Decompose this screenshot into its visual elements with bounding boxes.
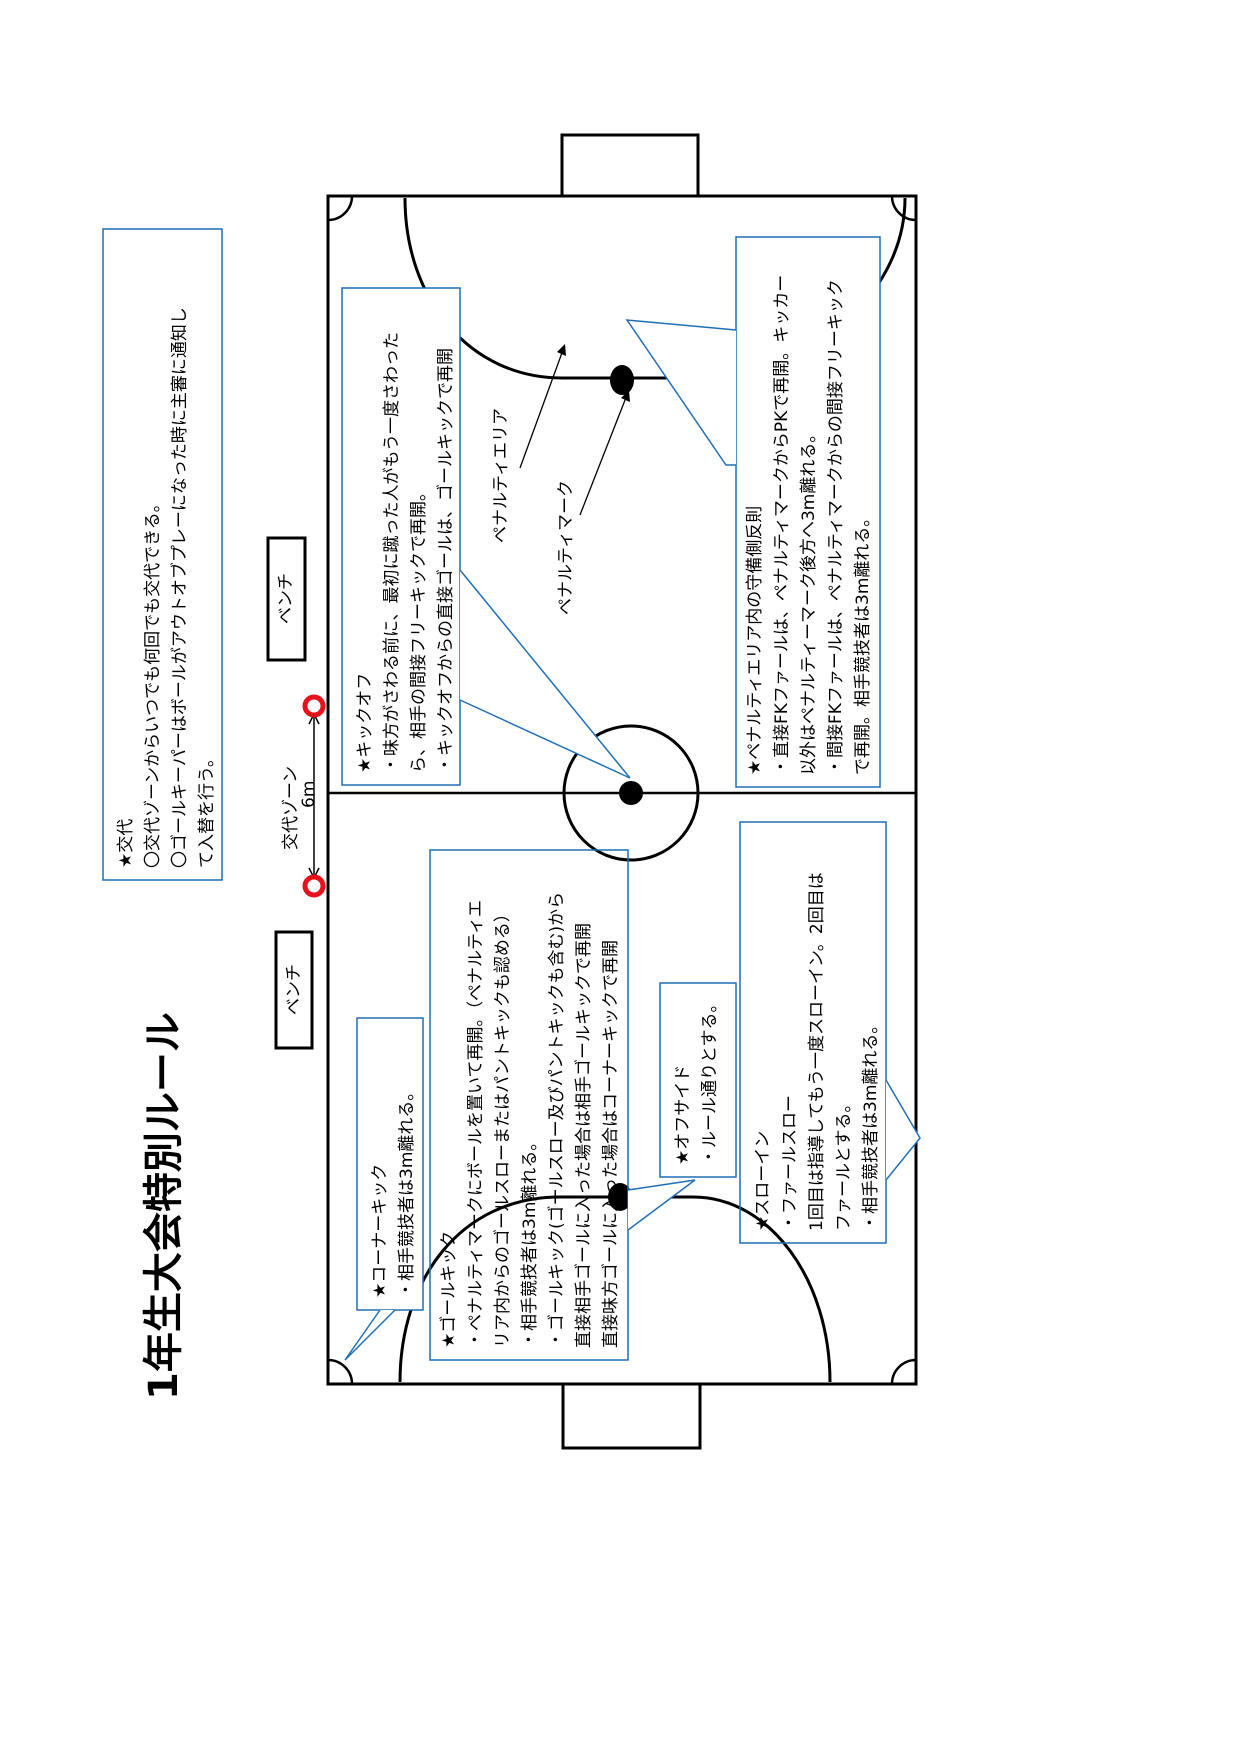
text-line: ・相手競技者は3m離れる。 <box>520 1133 540 1348</box>
corner-arc <box>890 195 917 222</box>
corner-arc <box>327 1358 354 1385</box>
text-line: ・直接FKファールは、ペナルティマークからPKで再開。キッカー <box>772 274 792 775</box>
text-line: ・ルール通りとする。 <box>700 995 720 1166</box>
offside-text: ★オフサイド ・ルール通りとする。 <box>662 985 734 1175</box>
text-line: ・相手競技者は3m離れる。 <box>397 1083 417 1298</box>
corner-arc <box>327 195 354 222</box>
penalty-area-label: ペナルティエリア <box>491 408 511 543</box>
penalty-mark-label: ペナルティマーク <box>556 480 576 615</box>
text-line: ・相手競技者は3m離れる。 <box>861 1016 881 1231</box>
text-line: リア内からのゴールスローまたはパントキックも認める） <box>493 905 513 1348</box>
goal-top <box>560 133 700 198</box>
text-line: ファールとする。 <box>834 1095 854 1232</box>
throw-in-text: ★スローイン ・ファールスロー 1回目は指導してもう一度スローイン。2回目は フ… <box>742 824 884 1241</box>
callout-pointer <box>627 1179 696 1231</box>
kickoff-callout <box>341 287 461 786</box>
text-line: で再開。相手競技者は3m離れる。 <box>853 509 873 775</box>
substitution-text: ★交代 〇交代ゾーンからいつでも何回でも交代できる。 〇ゴールキーパーはボールが… <box>105 232 221 878</box>
sub-zone-distance: 6m <box>299 780 319 808</box>
bench-label-bottom: ベンチ <box>284 964 304 1016</box>
goal-bottom <box>561 1382 702 1450</box>
text-line: 〇交代ゾーンからいつでも何回でも交代できる。 <box>143 495 163 868</box>
throw-in-callout <box>739 821 887 1244</box>
arrowhead <box>621 390 630 402</box>
text-line: ★ゴールキック <box>439 1230 459 1348</box>
text-line: 1回目は指導してもう一度スローイン。2回目は <box>807 872 827 1231</box>
text-line: て入替を行う。 <box>197 750 217 868</box>
penalty-area-arrow <box>519 349 564 469</box>
corner-arc <box>890 1358 917 1385</box>
callout-pointer <box>344 1309 396 1361</box>
text-line: 直接味方ゴールに入った場合はコーナーキックで再開 <box>601 940 621 1348</box>
penalty-mark-top <box>610 365 634 395</box>
substitution-box <box>102 228 223 881</box>
penalty-foul-callout <box>735 236 881 788</box>
corner-kick-callout <box>356 1017 424 1311</box>
sub-zone-marker <box>302 694 326 718</box>
text-line: ★交代 <box>116 818 136 868</box>
offside-callout <box>659 982 737 1178</box>
corner-kick-text: ★コーナーキック ・相手競技者は3m離れる。 <box>359 1020 421 1308</box>
text-line: 直接相手ゴールに入った場合は相手ゴールキックで再開 <box>574 923 594 1348</box>
center-circle <box>562 724 700 862</box>
text-line: ★コーナーキック <box>370 1163 390 1298</box>
text-line: ら、相手の間接フリーキックで再開。 <box>409 484 429 773</box>
text-line: 以外はペナルティーマーク後方へ3m離れる。 <box>799 425 819 775</box>
penalty-foul-text: ★ペナルティエリア内の守備側反則 ・直接FKファールは、ペナルティマークからPK… <box>738 239 878 785</box>
text-line: ★オフサイド <box>673 1064 693 1165</box>
bench-label-top: ベンチ <box>276 573 296 625</box>
text-line: ・ペナルティマークにボールを置いて再開。（ペナルティエ <box>466 900 486 1348</box>
callout-pointer <box>459 569 631 779</box>
bench-box-top <box>266 536 307 662</box>
penalty-mark-bottom <box>608 1183 632 1211</box>
center-spot <box>619 781 643 805</box>
callout-pointer <box>625 319 737 466</box>
penalty-mark-arrow <box>579 394 628 516</box>
text-line: ★スローイン <box>753 1130 773 1231</box>
pitch-boundary <box>326 194 918 1386</box>
goal-kick-callout <box>429 849 629 1361</box>
text-line: ・ゴールキック(ゴールスロー及びパントキックも含む)から <box>547 891 567 1348</box>
goal-kick-text: ★ゴールキック ・ペナルティマークにボールを置いて再開。（ペナルティエ リア内か… <box>432 852 626 1358</box>
arrowhead <box>557 344 566 356</box>
page-title: 1年生大会特別ルール <box>141 1012 187 1400</box>
kickoff-text: ★キックオフ ・味方がさわる前に、最初に蹴った人がもう一度さわった ら、相手の間… <box>344 290 458 783</box>
text-line: ・間接FKファールは、ペナルティマークからの間接フリーキック <box>826 279 846 775</box>
text-line: 〇ゴールキーパーはボールがアウトオブプレーになった時に主審に通知し <box>170 307 190 868</box>
callout-pointer <box>885 1079 921 1181</box>
text-line: ・キックオフからの直接ゴールは、ゴールキックで再開 <box>436 348 456 773</box>
bench-box-bottom <box>274 930 314 1050</box>
text-line: ・ファールスロー <box>780 1095 800 1231</box>
sub-zone-marker <box>302 874 326 898</box>
text-line: ・味方がさわる前に、最初に蹴った人がもう一度さわった <box>382 332 402 773</box>
text-line: ★キックオフ <box>355 672 375 773</box>
text-line: ★ペナルティエリア内の守備側反則 <box>745 505 765 775</box>
